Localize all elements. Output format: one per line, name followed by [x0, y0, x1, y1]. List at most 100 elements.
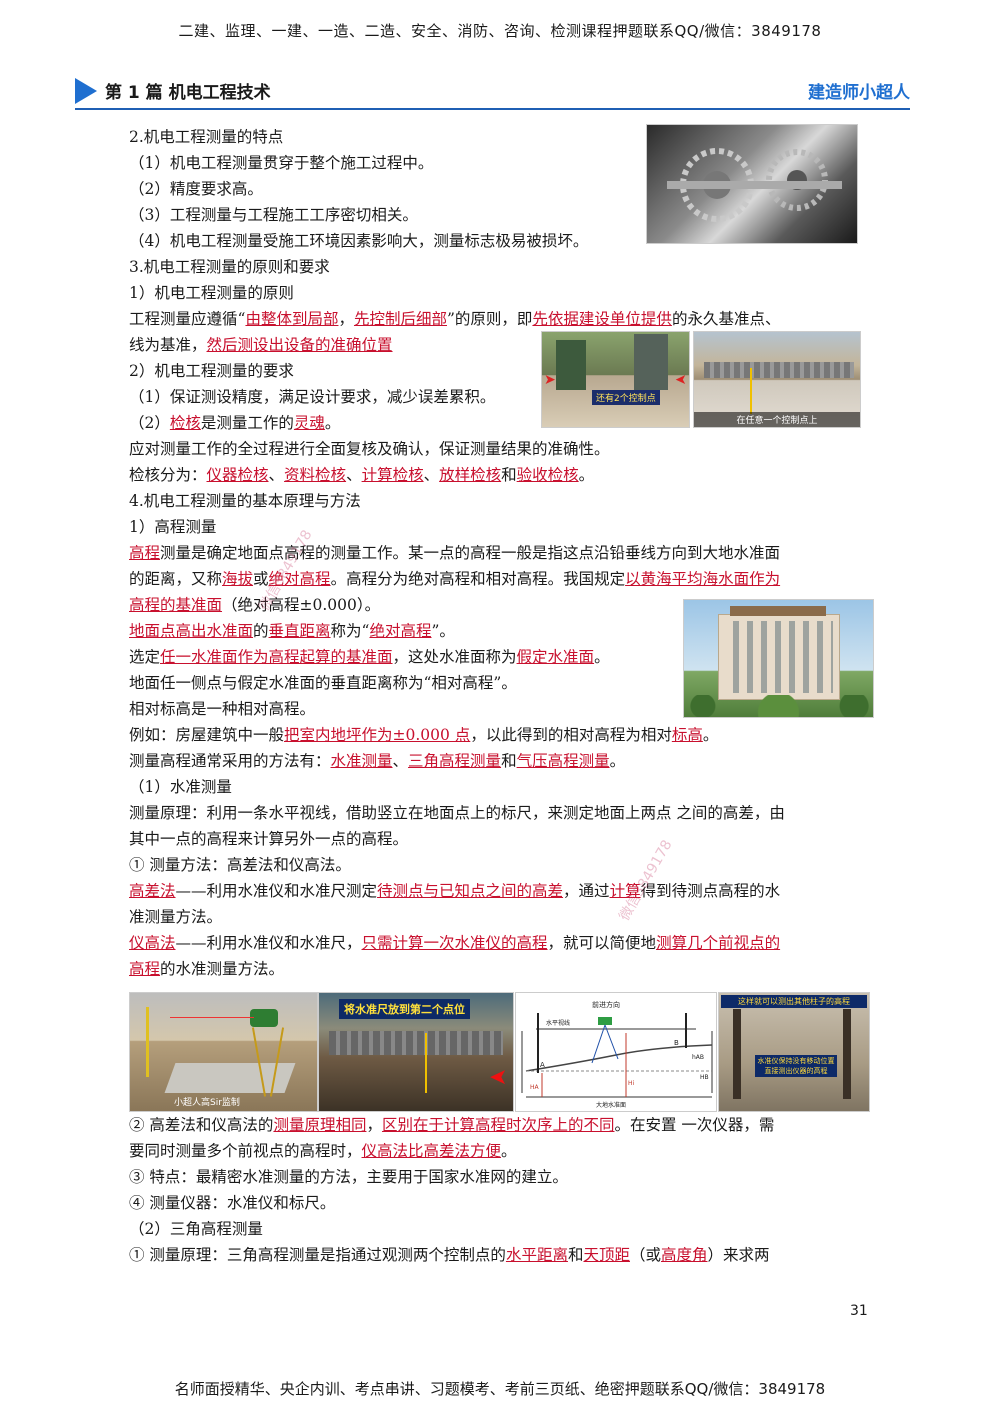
text-segment: ”的原则，即 [446, 310, 533, 328]
key-term: 验收检核 [516, 466, 579, 484]
leveling-diagram: 前进方向 水平视线 大地水准面 A B HA Hi HB hAB [515, 992, 717, 1112]
key-term: 检核 [169, 414, 201, 432]
text-line: 4.机电工程测量的基本原理与方法 [129, 488, 361, 514]
text-line: （1）机电工程测量贯穿于整个施工过程中。 [129, 150, 433, 176]
text-line: 测量原理：利用一条水平视线，借助竖立在地面点上的标尺，来测定地面上两点 之间的高… [129, 800, 785, 826]
text-segment: 线为基准， [129, 336, 207, 354]
text-segment: ， [338, 310, 354, 328]
text-segment: ① 测量原理：三角高程测量是指通过观测两个控制点的 [129, 1246, 506, 1264]
text-segment: 。 [594, 648, 610, 666]
column [733, 1009, 741, 1099]
image-caption: 还有2个控制点 [592, 390, 660, 405]
text-line: 高差法——利用水准仪和水准尺测定待测点与已知点之间的高差，通过计算得到待测点高程… [129, 878, 780, 904]
text-segment: 、 [392, 752, 409, 770]
text-line: ④ 测量仪器：水准仪和标尺。 [129, 1190, 335, 1216]
text-line: 其中一点的高程来计算另外一点的高程。 [129, 826, 408, 852]
key-term: 资料检核 [284, 466, 347, 484]
text-line: 要同时测量多个前视点的高程时，仪高法比高差法方便。 [129, 1138, 517, 1164]
diagram-label: hAB [692, 1054, 704, 1061]
text-segment: （3）工程测量与工程施工工序密切相关。 [129, 206, 418, 224]
key-term: 气压高程测量 [516, 752, 610, 770]
brand-name: 建造师小超人 [808, 83, 910, 103]
key-term: 放样检核 [439, 466, 502, 484]
text-line: （4）机电工程测量受施工环境因素影响大，测量标志极易被损坏。 [129, 228, 588, 254]
key-term: 高程 [129, 960, 161, 978]
key-term: 高差法 [129, 882, 176, 900]
key-term: 待测点与已知点之间的高差 [377, 882, 564, 900]
text-line: （2）三角高程测量 [129, 1216, 263, 1242]
level-instrument-image: 小超人高Sir监制 [129, 992, 318, 1112]
key-term: 任一水准面作为高程起算的基准面 [160, 648, 393, 666]
text-line: 1）机电工程测量的原则 [129, 280, 294, 306]
key-term: 测量原理相同 [273, 1116, 367, 1134]
text-segment: （绝对高程±0.000）。 [222, 596, 381, 614]
key-term: 绝对高程 [268, 570, 331, 588]
key-term: 由整体到局部 [245, 310, 339, 328]
text-segment: （1）保证测设精度，满足设计要求，减少误差累积。 [129, 388, 496, 406]
key-term: 灵魂 [293, 414, 325, 432]
text-line: 地面点高出水准面的垂直距离称为“绝对高程”。 [129, 618, 455, 644]
text-segment: 。在安置 一次仪器，需 [614, 1116, 775, 1134]
text-segment: （2）精度要求高。 [129, 180, 263, 198]
building-block [634, 334, 668, 390]
gearbox-image [646, 124, 858, 244]
level-staff-image: 将水准尺放到第二个点位 ➤ [318, 992, 514, 1112]
arrow-left-icon: ➤ [675, 372, 687, 388]
text-line: 1）高程测量 [129, 514, 216, 540]
key-term: 高程 [129, 544, 161, 562]
text-segment: ④ 测量仪器：水准仪和标尺。 [129, 1194, 336, 1212]
text-segment: 。 [609, 752, 626, 770]
key-term: 计算 [609, 882, 641, 900]
text-segment: 称为“ [330, 622, 370, 640]
text-line: （1）水准测量 [129, 774, 232, 800]
diagram-label: HA [530, 1084, 540, 1091]
text-segment: ， [366, 1116, 382, 1134]
text-line: （1）保证测设精度，满足设计要求，减少误差累积。 [129, 384, 495, 410]
text-segment: 、 [423, 466, 440, 484]
text-line: 相对标高是一种相对高程。 [129, 696, 315, 722]
text-segment: 准测量方法。 [129, 908, 223, 926]
text-segment: 。 [501, 1142, 517, 1160]
text-segment: ，以此得到的相对高程为相对 [470, 726, 672, 744]
key-term: 以黄海平均海水面作为 [625, 570, 781, 588]
text-segment: （4）机电工程测量受施工环境因素影响大，测量标志极易被损坏。 [129, 232, 589, 250]
text-segment: 是测量工作的 [200, 414, 294, 432]
text-segment: 例如：房屋建筑中一般 [129, 726, 285, 744]
text-line: （2）精度要求高。 [129, 176, 263, 202]
key-term: 区别在于计算高程时次序上的不同 [381, 1116, 615, 1134]
text-segment: （2）三角高程测量 [129, 1220, 263, 1238]
text-segment: ）来求两 [707, 1246, 770, 1264]
text-line: 高程的水准测量方法。 [129, 956, 284, 982]
text-segment: 测量高程通常采用的方法有： [129, 752, 331, 770]
text-segment: 。 [578, 466, 595, 484]
text-segment: 。 [702, 726, 719, 744]
key-term: 计算检核 [361, 466, 424, 484]
text-segment: 和 [501, 466, 517, 484]
image-caption: 小超人高Sir监制 [174, 1098, 240, 1108]
text-segment: 测量是确定地面点高程的测量工作。某一点的高程一般是指这点沿铅垂线方向到大地水准面 [160, 544, 781, 562]
image-caption: 在任意一个控制点上 [694, 412, 860, 427]
key-term: 水准测量 [330, 752, 393, 770]
text-segment: ——利用水准仪和水准尺， [175, 934, 362, 952]
key-term: 仪高法 [129, 934, 176, 952]
text-line: ① 测量原理：三角高程测量是指通过观测两个控制点的水平距离和天顶距（或高度角）来… [129, 1242, 770, 1268]
text-line: 2.机电工程测量的特点 [129, 124, 283, 150]
level-staff [425, 1033, 427, 1093]
text-segment: 。高程分为绝对高程和相对高程。我国规定 [330, 570, 626, 588]
text-segment: 和 [567, 1246, 584, 1264]
text-line: 测量高程通常采用的方法有：水准测量、三角高程测量和气压高程测量。 [129, 748, 625, 774]
arrow-left-icon: ➤ [488, 1065, 507, 1090]
text-line: 工程测量应遵循“由整体到局部，先控制后细部”的原则，即先依据建设单位提供的永久基… [129, 306, 780, 332]
text-line: 高程的基准面（绝对高程±0.000）。 [129, 592, 380, 618]
image-caption: 这样就可以测出其他柱子的高程 [721, 995, 867, 1008]
text-segment: 相对标高是一种相对高程。 [129, 700, 316, 718]
text-segment: 的永久基准点、 [671, 310, 781, 328]
key-term: 高度角 [661, 1246, 708, 1264]
text-segment: 工程测量应遵循“ [129, 310, 246, 328]
chapter-title: 第 1 篇 机电工程技术 [105, 83, 271, 103]
level-staff [750, 368, 752, 414]
text-segment: 要同时测量多个前视点的高程时， [129, 1142, 362, 1160]
text-segment: 的 [253, 622, 269, 640]
image-caption: 水准仪保持没有移动位置 直接测出仪器的高程 [755, 1055, 837, 1077]
text-segment: 2）机电工程测量的要求 [129, 362, 294, 380]
